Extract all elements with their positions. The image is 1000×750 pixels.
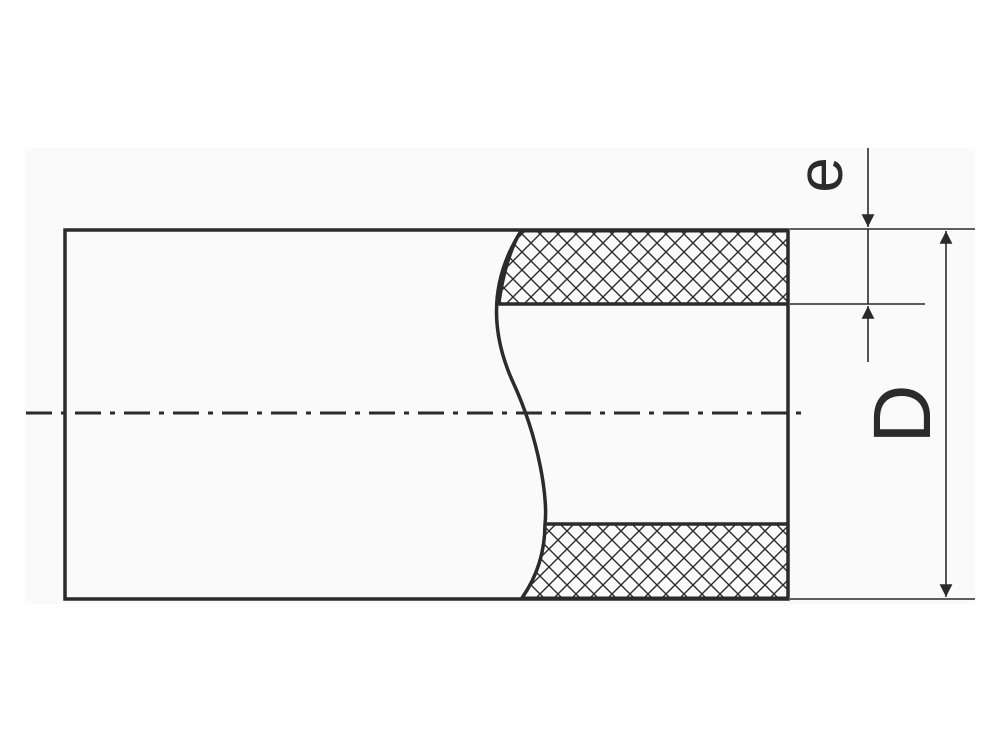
break-line [494,230,548,599]
label-d: D [857,384,948,443]
pipe-wall-top-hatched [497,229,790,306]
label-e: e [784,157,856,193]
background-panel [25,148,975,604]
pipe-wall-bottom-hatched [519,522,790,600]
